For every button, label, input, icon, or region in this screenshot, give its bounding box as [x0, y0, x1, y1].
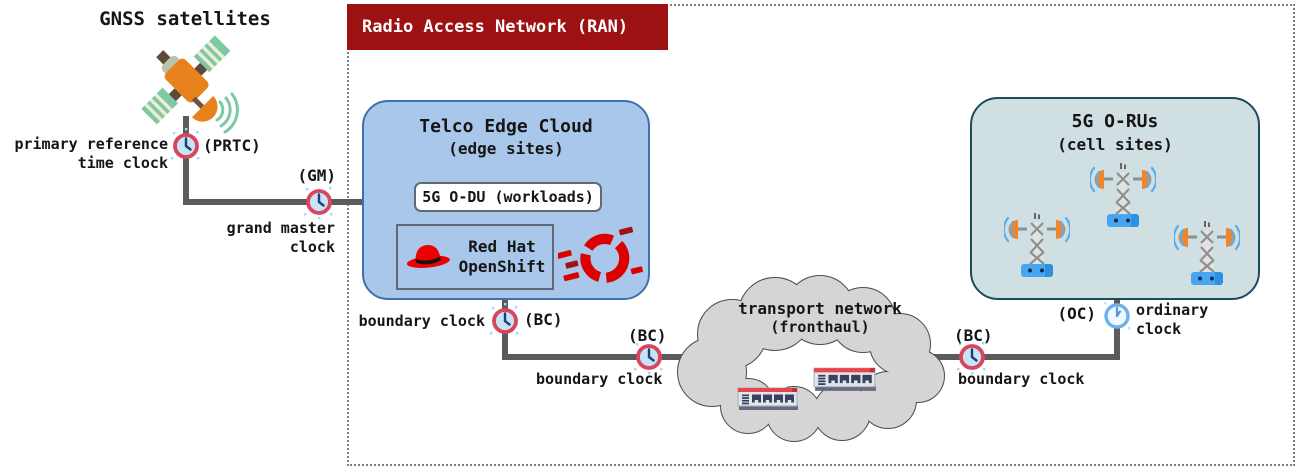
odu-workloads-box: 5G O-DU (workloads) — [414, 182, 602, 212]
bc1-abbr: (BC) — [524, 310, 563, 329]
wire-bc-to-cloud — [502, 354, 714, 360]
gm-label-line2: clock — [289, 238, 335, 256]
network-switch-icon — [813, 367, 876, 391]
redhat-label-line1: Red Hat — [468, 237, 536, 256]
ran-banner-label: Radio Access Network (RAN) — [362, 17, 629, 37]
wire-gm-to-telco — [183, 199, 365, 205]
bc3-abbr: (BC) — [954, 326, 993, 345]
oc-label-line1: ordinary — [1136, 301, 1209, 319]
gnss-title: GNSS satellites — [99, 8, 271, 30]
wire-cloud-to-oc — [925, 354, 1120, 360]
bc2-label: boundary clock — [536, 370, 663, 388]
bc3-clock-icon — [957, 342, 986, 375]
network-switch-icon — [737, 387, 798, 410]
wire-satellite-down — [183, 116, 189, 204]
redhat-label-line2: OpenShift — [458, 257, 546, 276]
redhat-openshift-box: Red Hat OpenShift — [396, 224, 554, 290]
gm-label: grand master clock — [180, 219, 335, 257]
telco-edge-cloud-box: Telco Edge Cloud (edge sites) 5G O-DU (w… — [362, 100, 650, 300]
telco-subtitle: (edge sites) — [448, 139, 564, 158]
transport-title: transport network — [738, 299, 902, 318]
transport-subtitle: (fronthaul) — [770, 318, 870, 336]
redhat-fedora-icon — [406, 245, 450, 268]
openshift-logo-icon — [558, 226, 643, 283]
oru-title: 5G O-RUs — [1071, 111, 1159, 132]
cell-tower-icon — [1174, 221, 1240, 285]
ran-banner: Radio Access Network (RAN) — [347, 4, 668, 50]
odu-label: 5G O-DU (workloads) — [422, 188, 594, 206]
redhat-label: Red Hat OpenShift — [458, 237, 546, 277]
cell-tower-icon — [1090, 163, 1156, 227]
ran-dotted-boundary — [347, 4, 1295, 466]
prtc-abbr: (PRTC) — [203, 136, 261, 155]
telco-title: Telco Edge Cloud — [419, 116, 593, 137]
oc-abbr: (OC) — [1057, 304, 1096, 323]
bc3-label: boundary clock — [958, 370, 1085, 388]
oru-cell-sites-box: 5G O-RUs (cell sites) — [970, 97, 1260, 300]
transport-cloud-shape — [677, 275, 945, 442]
oc-label: ordinary clock — [1136, 301, 1208, 339]
bc2-abbr: (BC) — [628, 326, 667, 345]
gm-abbr: (GM) — [297, 166, 336, 185]
prtc-label-line1: primary reference — [14, 135, 168, 153]
bc1-label: boundary clock — [358, 312, 485, 330]
prtc-label: primary reference time clock — [8, 135, 168, 173]
oc-label-line2: clock — [1136, 320, 1182, 338]
prtc-label-line2: time clock — [77, 154, 168, 172]
gm-label-line1: grand master — [226, 219, 335, 237]
oru-subtitle: (cell sites) — [1057, 135, 1173, 154]
bc1-clock-icon — [490, 303, 519, 335]
cell-tower-icon — [1004, 213, 1070, 277]
satellite-icon — [141, 35, 239, 134]
prtc-clock-icon — [171, 128, 200, 160]
oc-clock-icon — [1104, 302, 1131, 330]
gm-clock-icon — [304, 187, 333, 220]
bc2-clock-icon — [634, 342, 663, 375]
